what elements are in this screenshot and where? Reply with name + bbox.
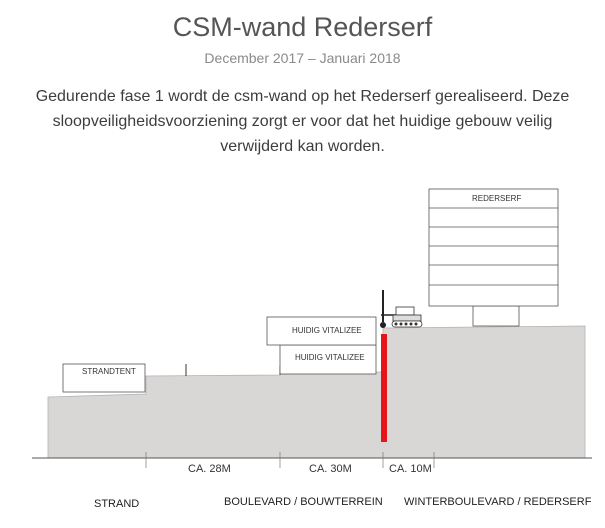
- csm-wall: [381, 334, 387, 442]
- vitalizee-top-label: HUIDIG VITALIZEE: [292, 326, 362, 335]
- intro-paragraph: Gedurende fase 1 wordt de csm-wand op he…: [35, 88, 570, 155]
- rederserf-label: REDERSERF: [472, 194, 521, 203]
- vitalizee-building: HUIDIG VITALIZEE HUIDIG VITALIZEE: [266, 316, 377, 375]
- vitalizee-bottom-label: HUIDIG VITALIZEE: [295, 353, 365, 362]
- zone-label-boulevard: BOULEVARD / BOUWTERREIN: [224, 496, 383, 508]
- drilling-rig: [380, 290, 423, 328]
- distance-label-28m: CA. 28M: [188, 463, 231, 475]
- strandtent-label: STRANDTENT: [82, 367, 136, 376]
- distance-label-30m: CA. 30M: [309, 463, 352, 475]
- zone-label-strand: STRAND: [94, 498, 139, 510]
- strandtent-building: STRANDTENT: [62, 363, 146, 393]
- page-subtitle: December 2017 – Januari 2018: [204, 50, 401, 66]
- rederserf-building: REDERSERF: [428, 188, 559, 327]
- distance-label-10m: CA. 10M: [389, 463, 432, 475]
- zone-label-winterboulevard: WINTERBOULEVARD / REDERSERF: [404, 496, 592, 508]
- page-title: CSM-wand Rederserf: [172, 12, 433, 42]
